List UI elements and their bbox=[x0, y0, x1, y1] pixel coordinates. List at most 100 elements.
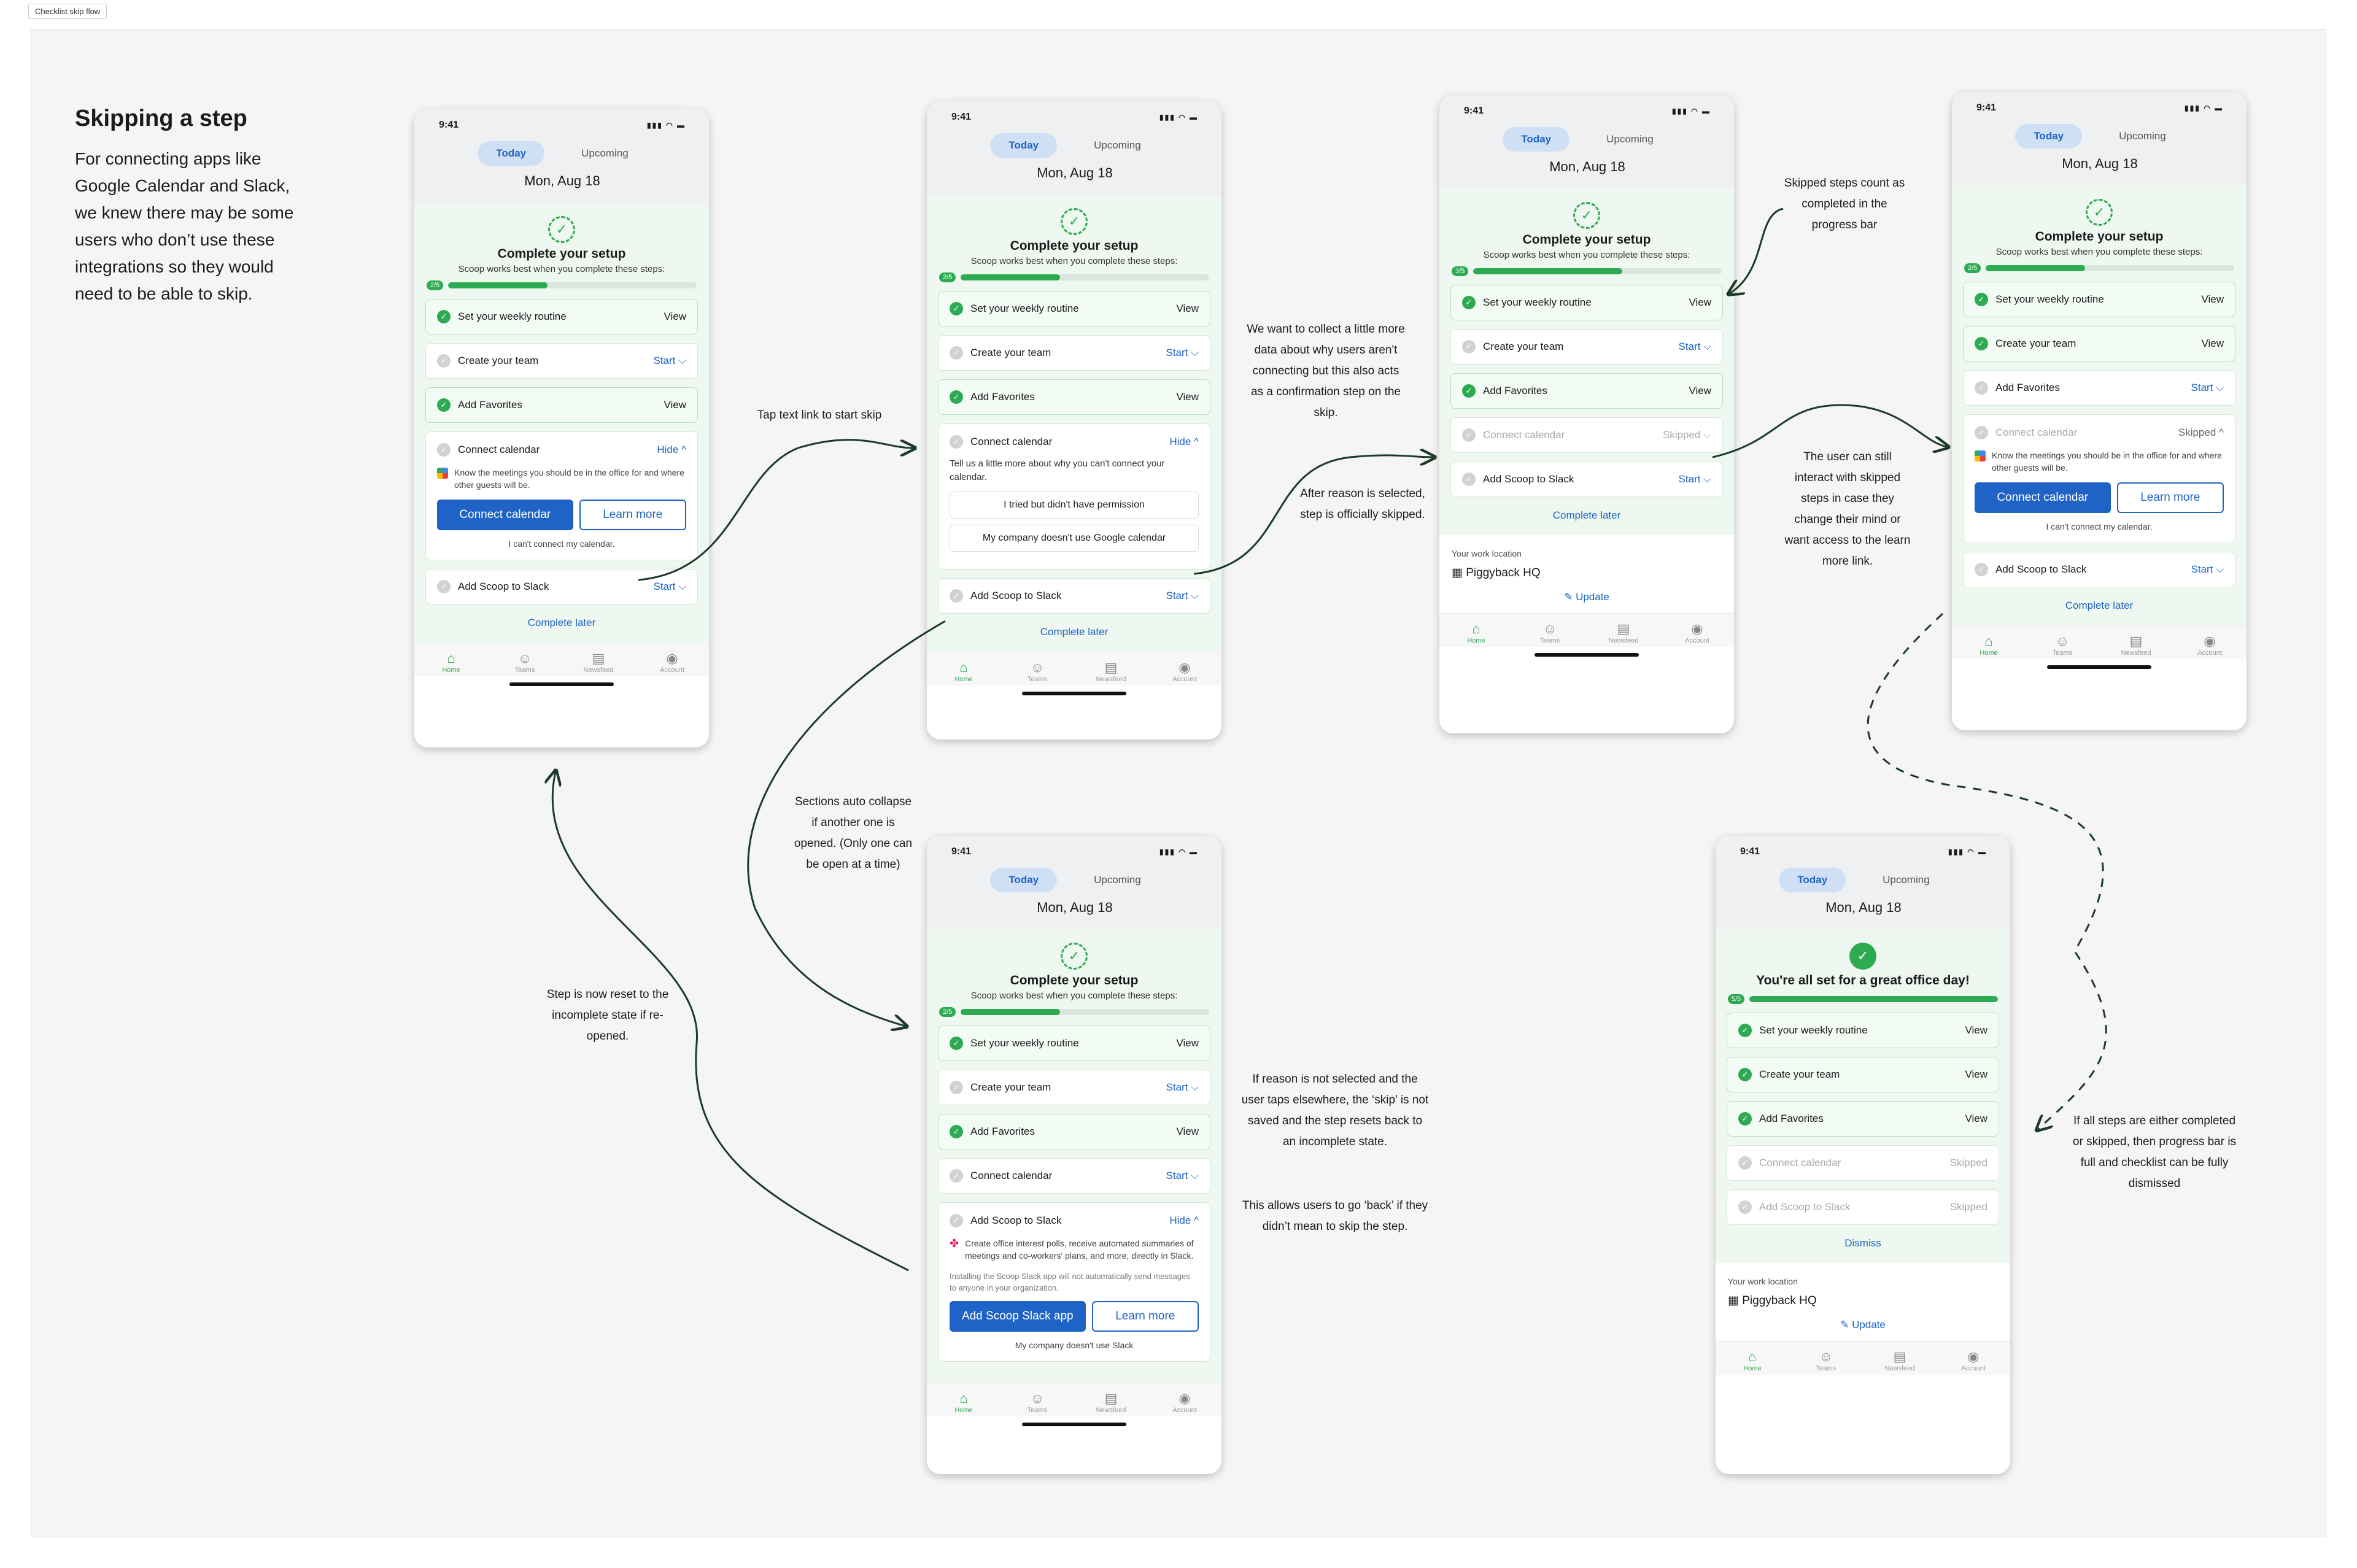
update-link[interactable]: ✎ Update bbox=[1564, 591, 1609, 603]
hide-button[interactable]: Hide ^ bbox=[1169, 436, 1199, 447]
add-slack-app-button[interactable]: Add Scoop Slack app bbox=[950, 1301, 1086, 1332]
step-action[interactable]: View bbox=[1965, 1068, 1987, 1080]
step-action[interactable]: Start ⌵ bbox=[1678, 341, 1711, 352]
tab-today[interactable]: Today bbox=[1503, 127, 1570, 152]
tab-today[interactable]: Today bbox=[990, 133, 1058, 158]
nav-newsfeed[interactable]: ▤Newsfeed bbox=[1605, 621, 1642, 644]
nav-home[interactable]: ⌂Home bbox=[433, 651, 470, 674]
nav-account[interactable]: ◉Account bbox=[1679, 621, 1716, 644]
nav-home[interactable]: ⌂Home bbox=[945, 660, 982, 683]
step-action[interactable]: View bbox=[664, 311, 686, 322]
nav-home[interactable]: ⌂Home bbox=[1970, 633, 2007, 657]
dismiss-link[interactable]: Dismiss bbox=[1844, 1237, 1881, 1249]
tab-upcoming[interactable]: Upcoming bbox=[2119, 130, 2166, 142]
complete-later-link[interactable]: Complete later bbox=[2065, 600, 2134, 611]
nav-newsfeed[interactable]: ▤Newsfeed bbox=[1881, 1349, 1918, 1372]
nav-account[interactable]: ◉Account bbox=[2191, 633, 2228, 657]
step-action[interactable]: Start ⌵ bbox=[1166, 1170, 1199, 1181]
nav-teams[interactable]: ☺Teams bbox=[1019, 660, 1056, 683]
tab-upcoming[interactable]: Upcoming bbox=[1606, 133, 1654, 145]
nav-home[interactable]: ⌂Home bbox=[945, 1391, 982, 1414]
step-action[interactable]: View bbox=[2201, 338, 2224, 349]
step-action[interactable]: View bbox=[2201, 293, 2224, 305]
step-action[interactable]: Start ⌵ bbox=[2191, 563, 2224, 575]
step-action[interactable]: Start ⌵ bbox=[1166, 1081, 1199, 1093]
step-action[interactable]: View bbox=[1689, 296, 1711, 308]
step-action[interactable]: Start ⌵ bbox=[653, 581, 686, 592]
nav-home[interactable]: ⌂Home bbox=[1734, 1349, 1771, 1372]
learn-more-button[interactable]: Learn more bbox=[2116, 482, 2224, 513]
complete-later-link[interactable]: Complete later bbox=[1552, 509, 1621, 521]
step-action[interactable]: Start ⌵ bbox=[1678, 473, 1711, 485]
nav-newsfeed[interactable]: ▤Newsfeed bbox=[1093, 1391, 1129, 1414]
step-action[interactable]: Start ⌵ bbox=[1166, 347, 1199, 358]
step-action[interactable]: View bbox=[1176, 391, 1199, 403]
step-action[interactable]: Start ⌵ bbox=[2191, 382, 2224, 393]
step-action[interactable]: Start ⌵ bbox=[1166, 590, 1199, 601]
step-action[interactable]: View bbox=[1176, 1126, 1199, 1137]
step-action[interactable]: Skipped bbox=[1949, 1201, 1987, 1213]
step-action[interactable]: View bbox=[1965, 1024, 1987, 1036]
learn-more-button[interactable]: Learn more bbox=[579, 500, 686, 530]
nav-newsfeed[interactable]: ▤Newsfeed bbox=[1093, 660, 1129, 683]
reason-option[interactable]: My company doesn't use Google calendar bbox=[950, 525, 1199, 552]
step-action[interactable]: Skipped bbox=[1949, 1157, 1987, 1168]
nav-home[interactable]: ⌂Home bbox=[1458, 621, 1495, 644]
hide-button[interactable]: Hide ^ bbox=[657, 444, 686, 455]
tab-upcoming[interactable]: Upcoming bbox=[1094, 874, 1141, 886]
tab-today[interactable]: Today bbox=[990, 868, 1058, 892]
step-action[interactable]: View bbox=[664, 399, 686, 411]
reason-option[interactable]: I tried but didn't have permission bbox=[950, 492, 1199, 519]
tab-upcoming[interactable]: Upcoming bbox=[581, 147, 629, 159]
cant-connect-link[interactable]: I can't connect my calendar. bbox=[508, 539, 615, 549]
skipped-toggle[interactable]: Skipped ^ bbox=[2178, 427, 2224, 438]
nav-teams[interactable]: ☺Teams bbox=[506, 651, 543, 674]
tab-upcoming[interactable]: Upcoming bbox=[1883, 874, 1930, 886]
update-link[interactable]: ✎ Update bbox=[1840, 1319, 1886, 1330]
nav-account[interactable]: ◉Account bbox=[1166, 660, 1203, 683]
step-action[interactable]: View bbox=[1689, 385, 1711, 396]
learn-more-button[interactable]: Learn more bbox=[1091, 1301, 1199, 1332]
hide-button[interactable]: Hide ^ bbox=[1169, 1215, 1199, 1226]
cant-connect-link[interactable]: I can't connect my calendar. bbox=[2046, 522, 2153, 531]
nav-teams[interactable]: ☺Teams bbox=[1531, 621, 1568, 644]
connect-calendar-button[interactable]: Connect calendar bbox=[437, 500, 573, 530]
step-action[interactable]: Start ⌵ bbox=[653, 355, 686, 366]
nav-account[interactable]: ◉Account bbox=[1955, 1349, 1992, 1372]
step-action[interactable]: View bbox=[1965, 1113, 1987, 1124]
nav-teams[interactable]: ☺Teams bbox=[2044, 633, 2081, 657]
step-action[interactable]: View bbox=[1176, 1037, 1199, 1049]
step-action[interactable]: Skipped ⌵ bbox=[1662, 429, 1711, 441]
nav-teams[interactable]: ☺Teams bbox=[1808, 1349, 1844, 1372]
no-slack-link[interactable]: My company doesn't use Slack bbox=[1015, 1340, 1134, 1350]
tab-today[interactable]: Today bbox=[478, 141, 545, 166]
complete-later-link[interactable]: Complete later bbox=[527, 617, 596, 628]
nav-newsfeed[interactable]: ▤Newsfeed bbox=[2118, 633, 2154, 657]
connect-calendar-button[interactable]: Connect calendar bbox=[1975, 482, 2111, 513]
